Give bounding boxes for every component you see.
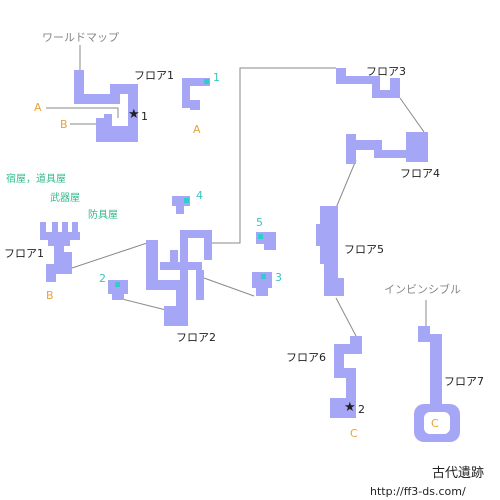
marker-3-label: 3	[275, 271, 282, 284]
floor1-top-corridor	[74, 70, 138, 142]
exit-c-floor7: C	[431, 417, 439, 430]
connector-floor3-floor4	[399, 97, 425, 133]
marker-2-dot	[115, 282, 120, 287]
marker-2-label: 2	[99, 272, 106, 285]
armor-shop-label: 防具屋	[88, 210, 118, 221]
floor5-corridor	[316, 206, 344, 296]
marker-4-label: 4	[196, 189, 203, 202]
floor2-corridor	[146, 196, 212, 326]
inn-item-shop-label: 宿屋，道具屋	[6, 174, 66, 185]
floor6-label: フロア6	[286, 351, 326, 364]
floor5-label: フロア5	[344, 243, 384, 256]
marker-3-dot	[261, 274, 266, 279]
connector-exit-a	[46, 107, 119, 118]
star-1-icon: ★	[128, 107, 140, 122]
star-1-number: 1	[141, 110, 148, 123]
floor1-left-label: フロア1	[4, 247, 44, 260]
floor2-label: フロア2	[176, 331, 216, 344]
floor7-ring-hole	[424, 412, 450, 434]
exit-b-left: B	[60, 118, 68, 131]
exit-a-left: A	[34, 101, 42, 114]
floor3-corridor	[336, 68, 400, 98]
connector-lines	[46, 45, 427, 337]
connector-room2-floor2	[117, 297, 167, 311]
floor7-label: フロア7	[444, 375, 484, 388]
connector-floor2-floor3	[212, 67, 336, 244]
marker-1-dot	[204, 79, 209, 84]
invisible-label: インビンシブル	[384, 283, 461, 296]
exit-b-bottom: B	[46, 289, 54, 302]
marker-5-dot	[258, 234, 263, 239]
corridors	[40, 68, 460, 442]
exit-a-right: A	[193, 123, 201, 136]
floor4-corridor	[346, 132, 428, 164]
floor1-top-label: フロア1	[134, 69, 174, 82]
floor6-corridor	[330, 336, 362, 418]
room-marker3	[252, 272, 272, 296]
exit-c-floor6: C	[350, 427, 358, 440]
floor1-left-corridor	[40, 222, 80, 282]
site-url: http://ff3-ds.com/	[370, 485, 466, 498]
connector-floor4-floor5	[335, 159, 357, 209]
weapon-shop-label: 武器屋	[50, 193, 80, 204]
floor4-label: フロア4	[400, 167, 440, 180]
marker-4-dot	[184, 198, 189, 203]
connector-floor5-floor6	[335, 297, 357, 337]
cyan-markers	[115, 79, 266, 287]
site-title: 古代遺跡	[432, 466, 485, 481]
star-2-icon: ★	[344, 400, 356, 415]
connector-room3-floor2	[203, 277, 255, 297]
connector-floor1-floor2	[71, 241, 151, 269]
star-2-number: 2	[358, 403, 365, 416]
world-map-label: ワールドマップ	[42, 31, 119, 44]
room-marker1	[182, 78, 210, 110]
marker-1-label: 1	[213, 71, 220, 84]
marker-5-label: 5	[256, 216, 263, 229]
floor3-label: フロア3	[366, 65, 406, 78]
